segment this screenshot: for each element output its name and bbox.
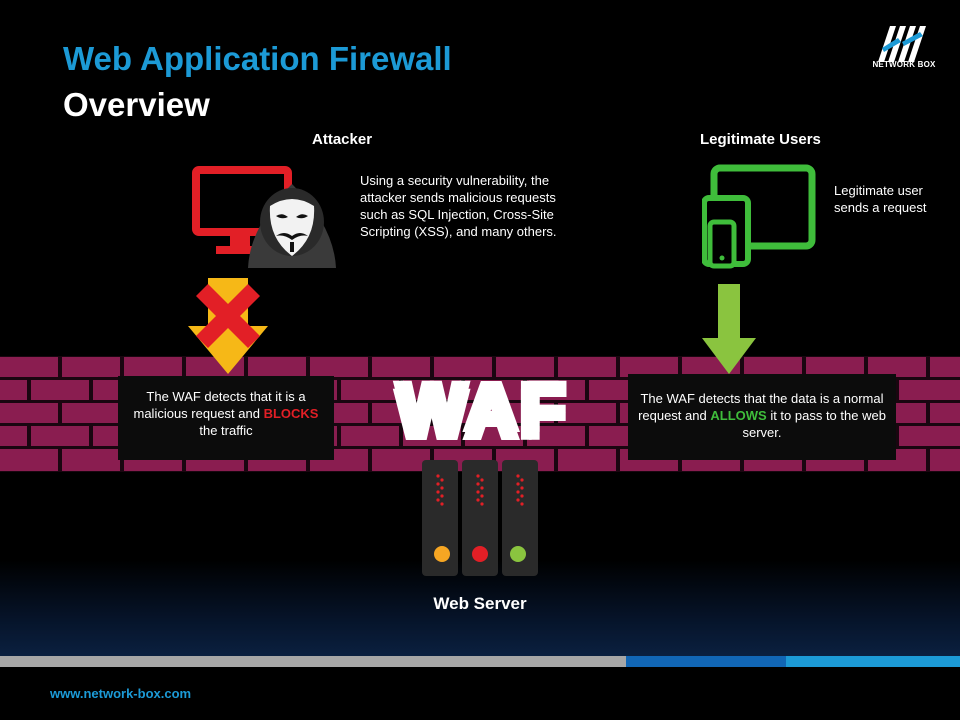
page-subtitle: Overview bbox=[63, 86, 210, 123]
web-server-label: Web Server bbox=[433, 594, 527, 613]
users-description: Legitimate user sends a request bbox=[834, 183, 927, 215]
attacker-callout-suffix: the traffic bbox=[199, 423, 253, 438]
server-rack-icon bbox=[422, 460, 538, 576]
attacker-callout-prefix: The WAF detects that it is a malicious r… bbox=[133, 389, 306, 421]
footer-bar-light-blue bbox=[786, 656, 960, 667]
users-heading: Legitimate Users bbox=[700, 131, 821, 148]
footer-bar-blue bbox=[626, 656, 786, 667]
blocked-arrow-icon bbox=[188, 278, 268, 374]
allows-label: ALLOWS bbox=[710, 408, 767, 423]
attacker-callout: The WAF detects that it is a malicious r… bbox=[118, 376, 334, 460]
page-title: Web Application Firewall bbox=[63, 40, 452, 77]
background-gradient bbox=[0, 560, 960, 660]
attacker-description: Using a security vulnerability, the atta… bbox=[360, 173, 557, 239]
blocks-label: BLOCKS bbox=[263, 406, 319, 421]
users-callout: The WAF detects that the data is a norma… bbox=[628, 374, 896, 460]
users-callout-suffix: it to pass to the web server. bbox=[742, 408, 886, 440]
attacker-heading: Attacker bbox=[312, 131, 373, 148]
attacker-icon bbox=[192, 166, 336, 268]
network-box-logo-icon bbox=[878, 26, 926, 62]
users-callout-prefix: The WAF detects that the data is a norma… bbox=[638, 391, 884, 423]
logo-text: NETWORK BOX bbox=[872, 60, 936, 69]
waf-label: WAF bbox=[395, 367, 568, 454]
footer-url-link[interactable]: www.network-box.com bbox=[50, 686, 192, 701]
anonymous-mask-icon bbox=[248, 184, 336, 268]
footer-bar-grey bbox=[0, 656, 626, 667]
devices-icon bbox=[702, 164, 816, 269]
allowed-arrow-icon bbox=[702, 284, 756, 374]
